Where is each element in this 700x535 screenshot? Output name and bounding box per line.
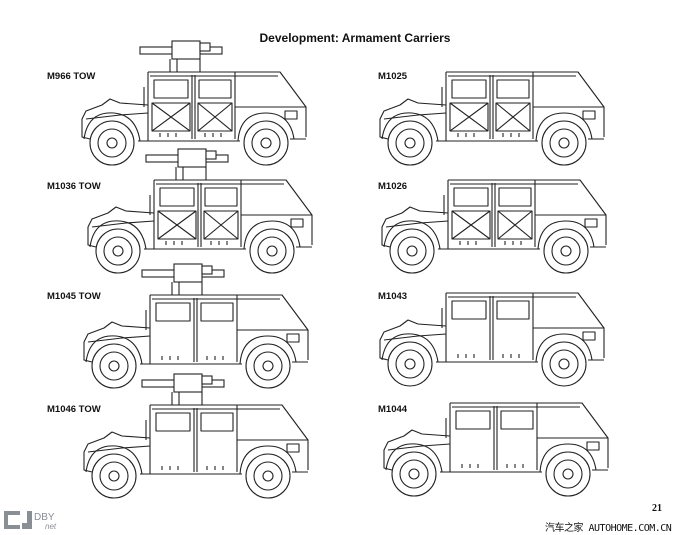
vehicle-drawing-m1044 — [382, 368, 612, 498]
svg-text:net: net — [45, 522, 57, 531]
vehicle-drawing-m1036 — [86, 145, 316, 275]
vehicle-label: M966 TOW — [47, 71, 96, 82]
vehicle-label: M1026 — [378, 181, 408, 192]
vehicle-label: M1045 TOW — [47, 291, 101, 302]
vehicle-label: M1044 — [378, 404, 408, 415]
vehicle-label: M1036 TOW — [47, 181, 101, 192]
vehicle-drawing-m1046 — [82, 370, 312, 500]
vehicle-drawing-m1026 — [380, 145, 610, 275]
autohome-watermark: 汽车之家 AUTOHOME.COM.CN — [545, 523, 672, 534]
vehicle-label: M1043 — [378, 291, 408, 302]
vehicle-label: M1046 TOW — [47, 404, 101, 415]
svg-text:DBY: DBY — [34, 512, 55, 523]
page-number: 21 — [652, 503, 662, 514]
vehicle-label: M1025 — [378, 71, 408, 82]
cjdby-logo: DBY net — [4, 511, 57, 531]
page-title: Development: Armament Carriers — [259, 31, 451, 45]
